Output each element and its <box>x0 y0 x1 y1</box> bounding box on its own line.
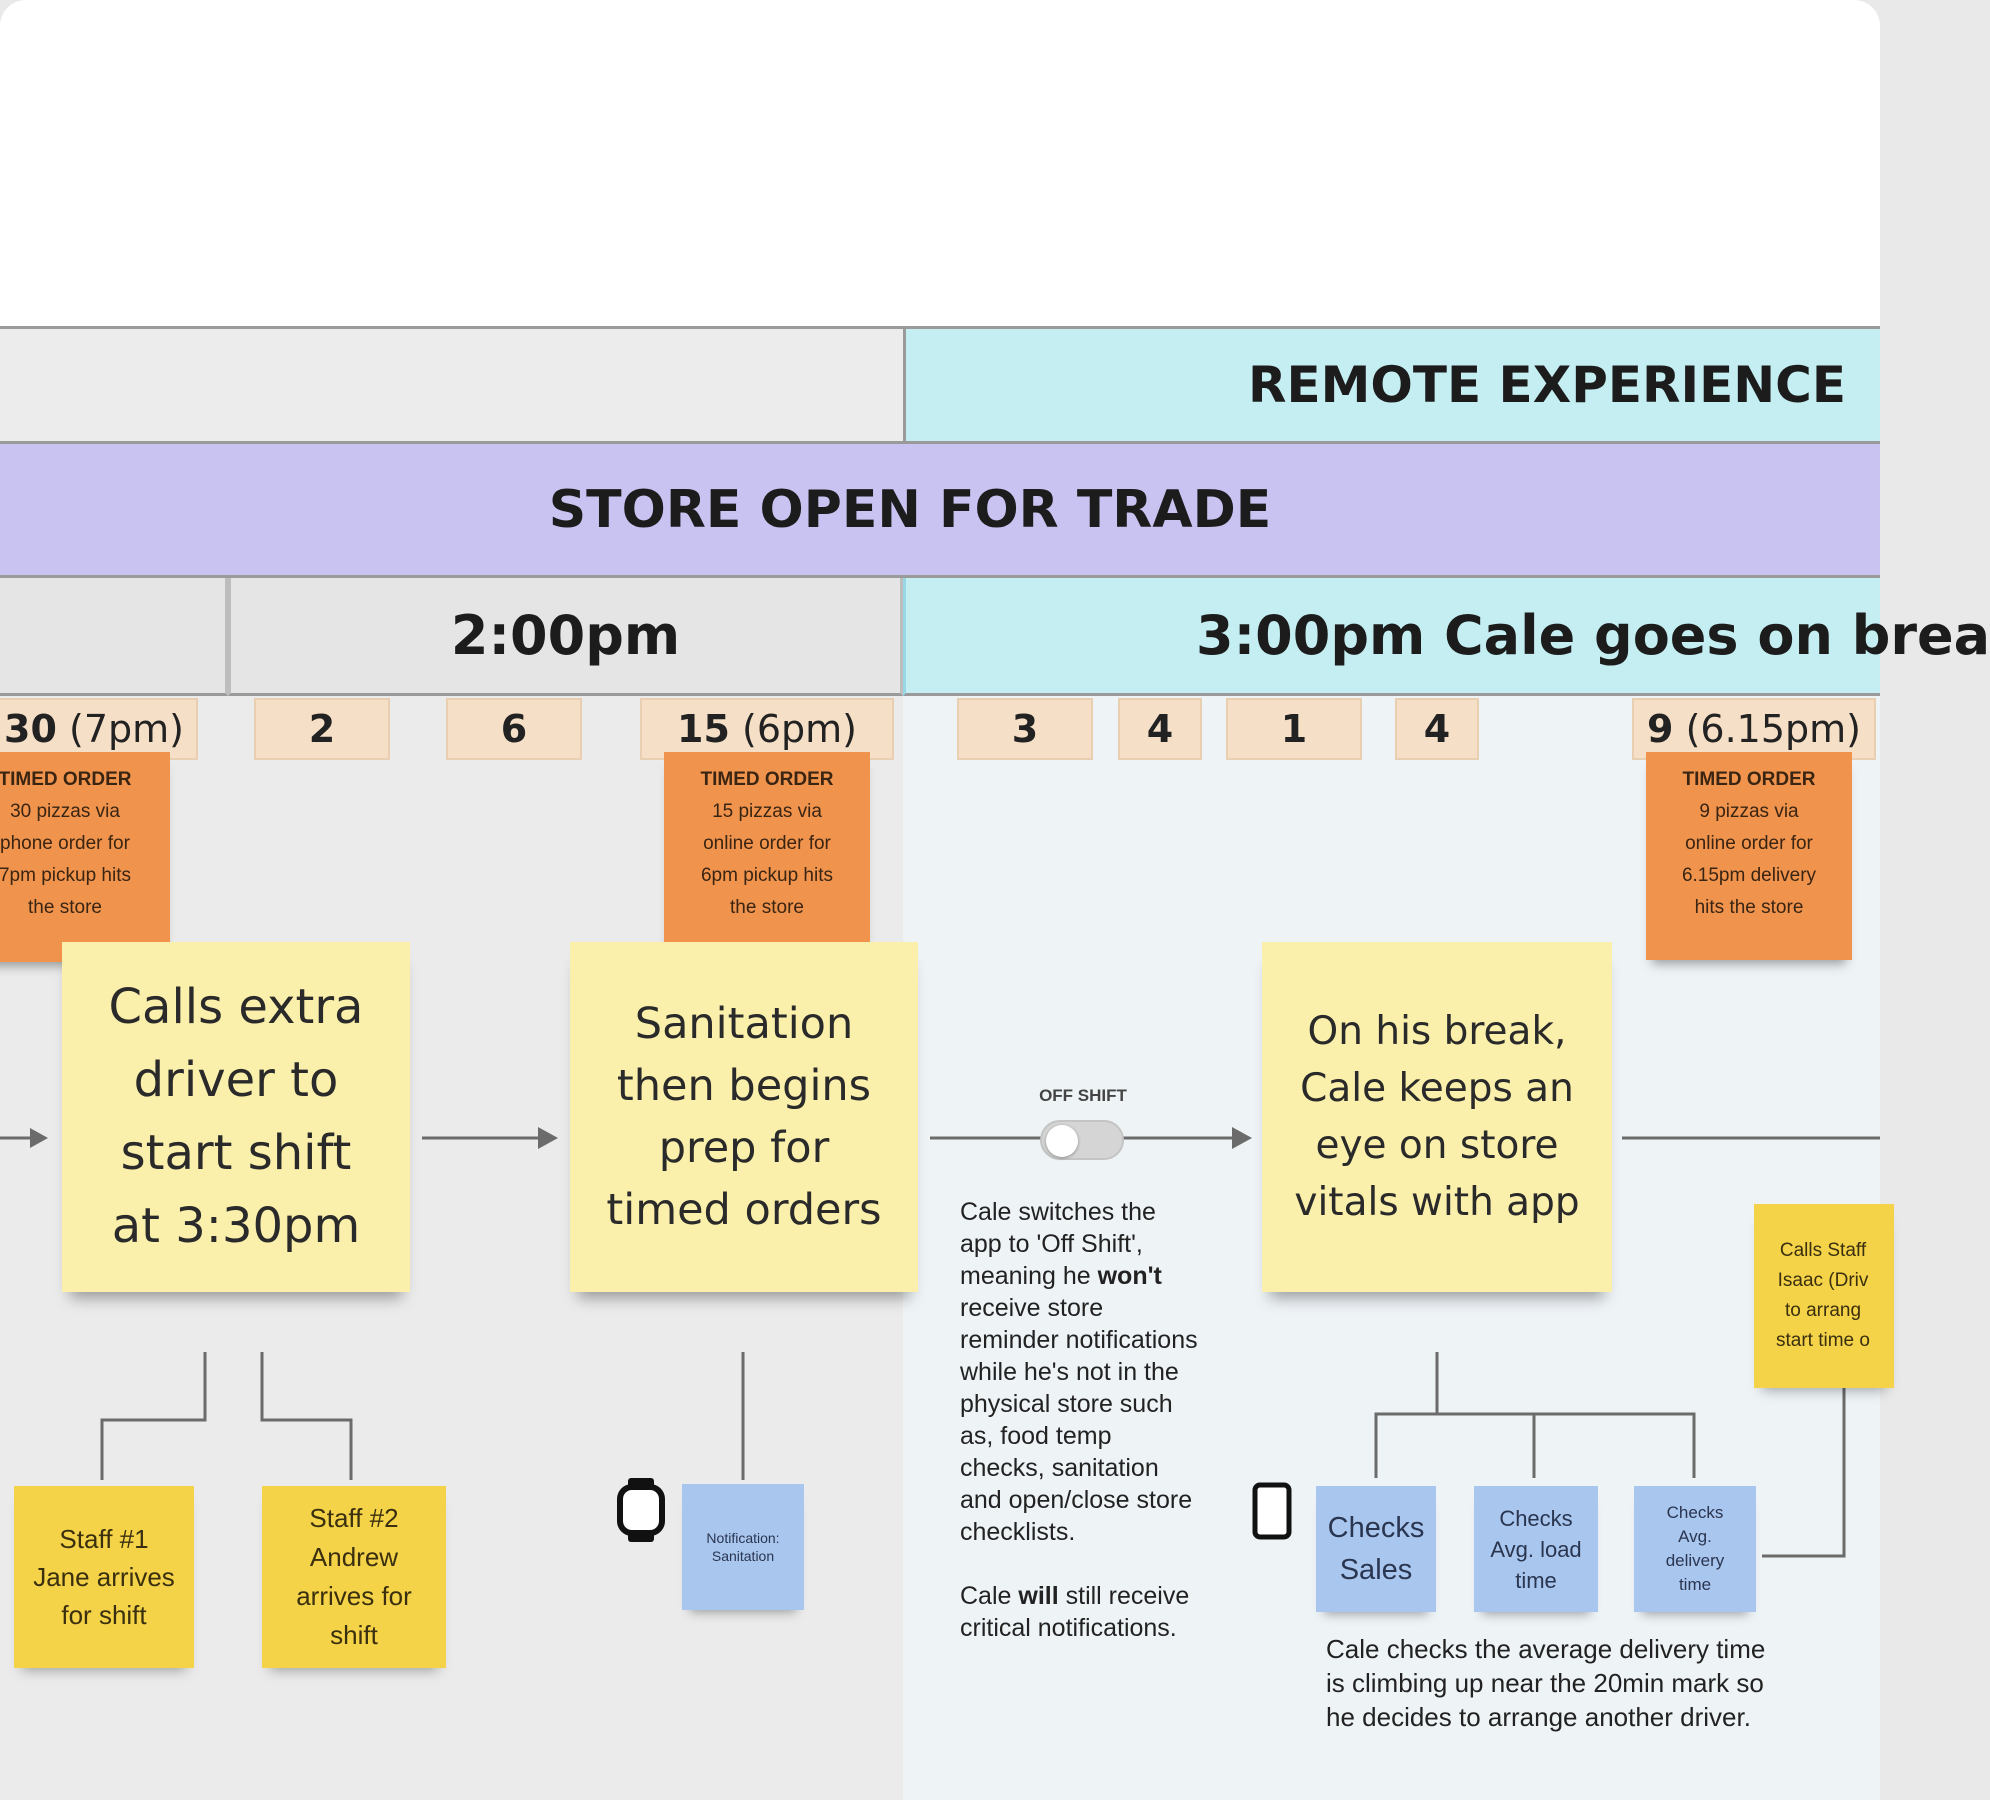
off-shift-toggle[interactable] <box>1040 1120 1124 1160</box>
watch-icon <box>616 1476 666 1544</box>
order-count: 2 <box>254 698 390 760</box>
checks-delivery-time-note: Checks Avg. delivery time <box>1634 1486 1756 1612</box>
timed-order-note: TIMED ORDER 15 pizzas via online order f… <box>664 752 870 948</box>
staff1-note: Staff #1 Jane arrives for shift <box>14 1486 194 1668</box>
on-break-note: On his break, Cale keeps an eye on store… <box>1262 942 1612 1292</box>
order-count: 3 <box>957 698 1093 760</box>
order-count: 15 (6pm) <box>640 698 894 760</box>
calls-extra-driver-note: Calls extra driver to start shift at 3:3… <box>62 942 410 1292</box>
calls-staff-connector <box>1762 1384 1846 1558</box>
remote-experience-band: REMOTE EXPERIENCE <box>903 326 1880 444</box>
order-count: 4 <box>1118 698 1202 760</box>
delivery-time-caption: Cale checks the average delivery time is… <box>1326 1634 1766 1732</box>
time-slot-2pm: 2:00pm <box>228 578 903 696</box>
remote-experience-title: REMOTE EXPERIENCE <box>1247 356 1846 414</box>
time-2pm-label: 2:00pm <box>450 604 681 667</box>
staff2-note: Staff #2 Andrew arrives for shift <box>262 1486 446 1668</box>
off-shift-toggle-label: OFF SHIFT <box>1039 1086 1127 1105</box>
sanitation-prep-note: Sanitation then begins prep for timed or… <box>570 942 918 1292</box>
arrowhead <box>538 1127 558 1149</box>
notification-sanitation-note: Notification: Sanitation <box>682 1484 804 1610</box>
staff1-connector <box>100 1352 207 1480</box>
in-store-experience-band <box>0 326 903 444</box>
store-open-title: STORE OPEN FOR TRADE <box>548 479 1272 540</box>
store-open-band: STORE OPEN FOR TRADE <box>0 444 1880 578</box>
toggle-knob <box>1046 1125 1078 1157</box>
off-shift-description: Cale switches the app to 'Off Shift', me… <box>960 1198 1198 1546</box>
timed-order-note: TIMED ORDER 9 pizzas via online order fo… <box>1646 752 1852 960</box>
phone-icon <box>1252 1482 1292 1540</box>
time-3pm-label: 3:00pm Cale goes on brea <box>1196 604 1990 667</box>
checks-load-time-note: Checks Avg. load time <box>1474 1486 1598 1612</box>
arrowhead <box>30 1128 48 1148</box>
flow-connectors <box>0 1127 1880 1558</box>
order-count: 6 <box>446 698 582 760</box>
critical-notifications-text: Cale will still receive critical notific… <box>960 1582 1190 1642</box>
checks-sales-note: Checks Sales <box>1316 1486 1436 1612</box>
order-count: 1 <box>1226 698 1362 760</box>
timed-order-note: TIMED ORDER 30 pizzas via phone order fo… <box>0 752 170 962</box>
time-slot-previous <box>0 578 228 696</box>
time-slot-3pm: 3:00pm Cale goes on brea <box>903 578 1990 696</box>
calls-staff-driver-note: Calls Staff Isaac (Driv to arrang start … <box>1754 1204 1894 1388</box>
arrowhead <box>1232 1127 1252 1149</box>
order-count: 30 (7pm) <box>0 698 198 760</box>
staff2-connector <box>260 1352 353 1480</box>
order-count: 4 <box>1395 698 1479 760</box>
